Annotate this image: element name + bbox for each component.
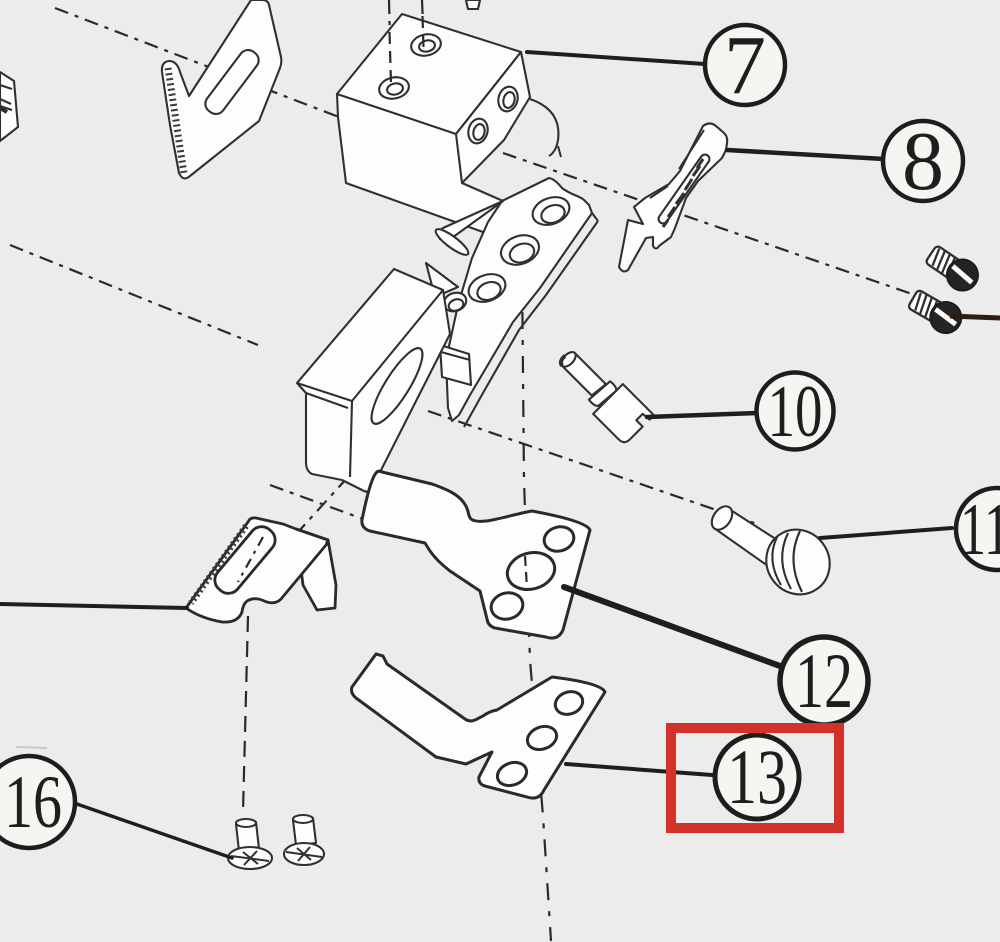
svg-text:7: 7	[724, 19, 766, 112]
svg-text:13: 13	[727, 733, 787, 820]
svg-text:10: 10	[768, 371, 823, 453]
svg-text:16: 16	[4, 761, 62, 844]
svg-text:12: 12	[795, 637, 853, 724]
svg-text:11: 11	[960, 489, 1000, 571]
svg-text:8: 8	[902, 115, 944, 208]
